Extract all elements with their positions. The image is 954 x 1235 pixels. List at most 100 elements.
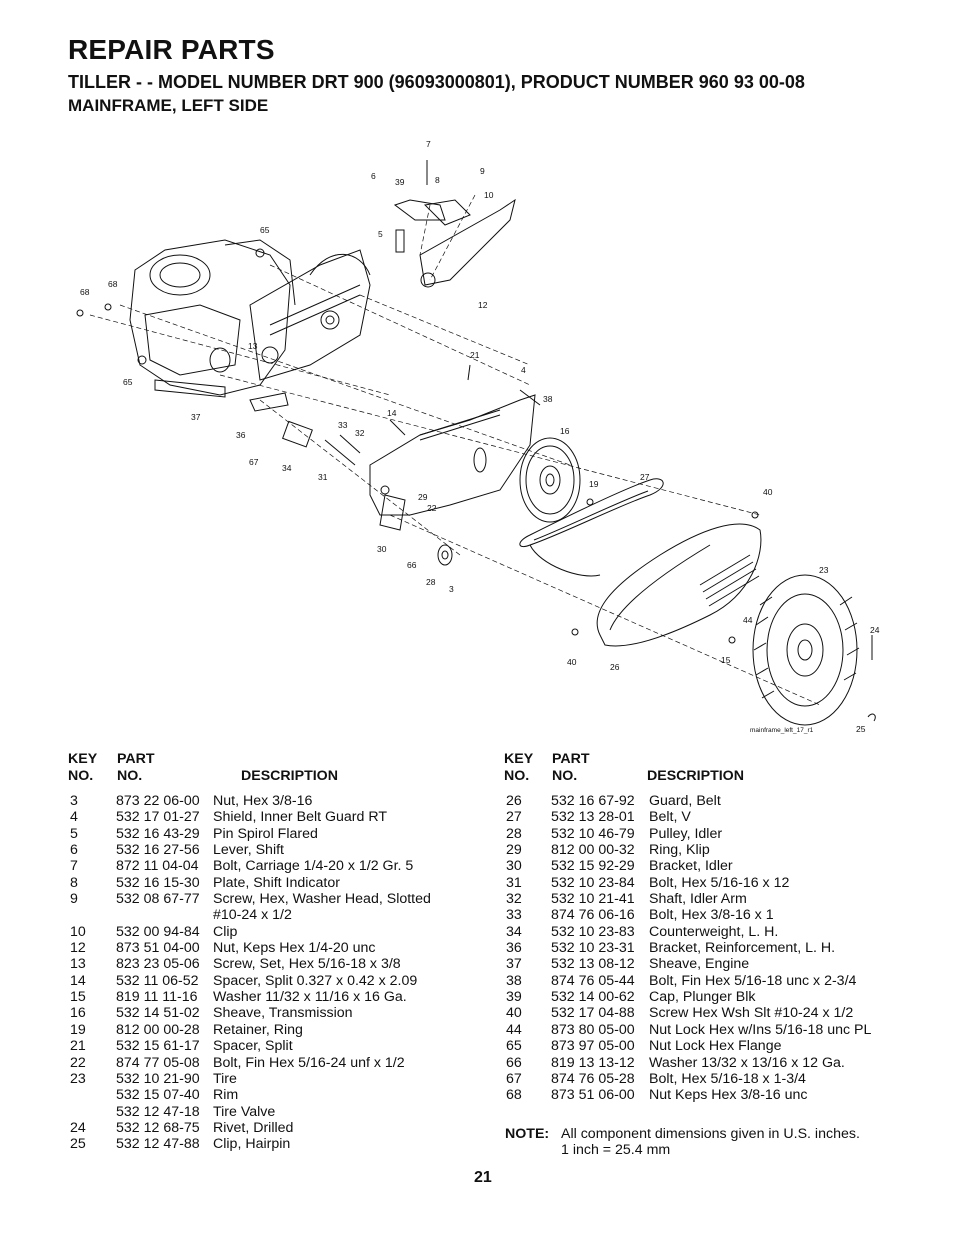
part-key: 65 xyxy=(506,1038,522,1055)
part-description: Sheave, Engine xyxy=(649,956,750,973)
part-description: Washer 13/32 x 13/16 x 12 Ga. xyxy=(649,1054,845,1071)
callout-label: 9 xyxy=(480,166,485,176)
callout-label: 14 xyxy=(387,408,397,418)
part-description: Tire Valve xyxy=(213,1103,276,1120)
callout-label: 44 xyxy=(743,615,753,625)
callout-label: 23 xyxy=(819,565,829,575)
callout-label: 33 xyxy=(338,420,348,430)
part-description: Nut, Keps Hex 1/4-20 unc xyxy=(213,940,376,957)
header-part: PART xyxy=(117,751,155,767)
table-header-left: KEY NO. PART NO. DESCRIPTION xyxy=(68,751,448,787)
callout-label: 40 xyxy=(763,487,773,497)
header-no: NO. xyxy=(504,768,530,784)
part-number: 532 14 00-62 xyxy=(551,989,635,1006)
part-description: Belt, V xyxy=(649,809,691,826)
part-description: Nut, Hex 3/8-16 xyxy=(213,793,313,809)
table-row: #10-24 x 1/2 xyxy=(68,907,468,923)
part-description: Bracket, Reinforcement, L. H. xyxy=(649,940,836,957)
header-part-no: NO. xyxy=(552,768,578,784)
section-title: MAINFRAME, LEFT SIDE xyxy=(68,96,269,115)
part-key: 44 xyxy=(506,1021,522,1038)
part-number: 532 15 61-17 xyxy=(116,1038,200,1055)
part-number: 873 51 04-00 xyxy=(116,940,200,957)
part-number: 532 13 08-12 xyxy=(551,956,635,973)
part-number: 812 00 00-28 xyxy=(116,1021,200,1038)
callout-label: 10 xyxy=(484,190,494,200)
callout-label: 67 xyxy=(249,457,259,467)
part-key: 67 xyxy=(506,1070,522,1087)
part-number: 532 00 94-84 xyxy=(116,923,200,940)
part-number: 532 17 01-27 xyxy=(116,809,200,826)
part-number: 532 13 28-01 xyxy=(551,809,635,826)
part-description: Shield, Inner Belt Guard RT xyxy=(213,809,388,826)
part-description: Guard, Belt xyxy=(649,793,721,809)
part-number: 874 77 05-08 xyxy=(116,1054,200,1071)
part-description: Clip, Hairpin xyxy=(213,1136,291,1153)
callout-label: 65 xyxy=(123,377,133,387)
v-belt-drawing xyxy=(519,478,664,577)
exploded-parts-diagram: 7 6 39 8 9 10 5 65 12 68 68 13 21 65 37 … xyxy=(76,139,880,734)
part-number: 812 00 00-32 xyxy=(551,842,635,859)
part-number: 532 15 92-29 xyxy=(551,858,635,875)
part-number: 532 10 23-31 xyxy=(551,940,635,957)
part-key: 30 xyxy=(506,858,522,875)
part-description: Nut Lock Hex Flange xyxy=(649,1038,782,1055)
part-description: Nut Keps Hex 3/8-16 unc xyxy=(649,1087,808,1104)
part-description: Screw, Hex, Washer Head, Slotted xyxy=(213,891,431,908)
header-key: KEY xyxy=(504,751,534,767)
callout-label: 8 xyxy=(435,175,440,185)
part-description: Clip xyxy=(213,923,238,940)
callout-label: 15 xyxy=(721,655,731,665)
header-key: KEY xyxy=(68,751,98,767)
engine-drawing xyxy=(129,239,296,398)
transmission-sheave-drawing xyxy=(519,437,581,523)
callout-label: 31 xyxy=(318,472,328,482)
part-description: Rim xyxy=(213,1087,239,1104)
part-number: 874 76 05-28 xyxy=(551,1070,635,1087)
part-key: 40 xyxy=(506,1005,522,1022)
part-key: 29 xyxy=(506,842,522,859)
part-description: Retainer, Ring xyxy=(213,1021,303,1038)
callout-label: 65 xyxy=(260,225,270,235)
header-part-no: NO. xyxy=(117,768,143,784)
part-key: 24 xyxy=(70,1119,86,1136)
callout-label: 28 xyxy=(426,577,436,587)
part-key: 21 xyxy=(70,1038,86,1055)
part-key: 26 xyxy=(506,793,522,809)
callout-label: 38 xyxy=(543,394,553,404)
callout-label: 32 xyxy=(355,428,365,438)
callout-label: 37 xyxy=(191,412,201,422)
part-number: 873 97 05-00 xyxy=(551,1038,635,1055)
assembly-lines xyxy=(89,194,821,706)
callout-labels: 7 6 39 8 9 10 5 65 12 68 68 13 21 65 37 … xyxy=(80,139,880,734)
part-number: 873 80 05-00 xyxy=(551,1021,635,1038)
part-number: 823 23 05-06 xyxy=(116,956,200,973)
part-description: Cap, Plunger Blk xyxy=(649,989,756,1006)
part-description: Pulley, Idler xyxy=(649,825,723,842)
callout-label: 6 xyxy=(371,171,376,181)
part-number: 532 10 21-90 xyxy=(116,1070,200,1087)
part-description: Spacer, Split xyxy=(213,1038,293,1055)
part-description: Bolt, Hex 5/16-16 x 12 xyxy=(649,874,790,891)
part-key: 5 xyxy=(70,825,78,842)
table-header-right: KEY NO. PART NO. DESCRIPTION xyxy=(504,751,904,787)
part-key: 23 xyxy=(70,1070,86,1087)
